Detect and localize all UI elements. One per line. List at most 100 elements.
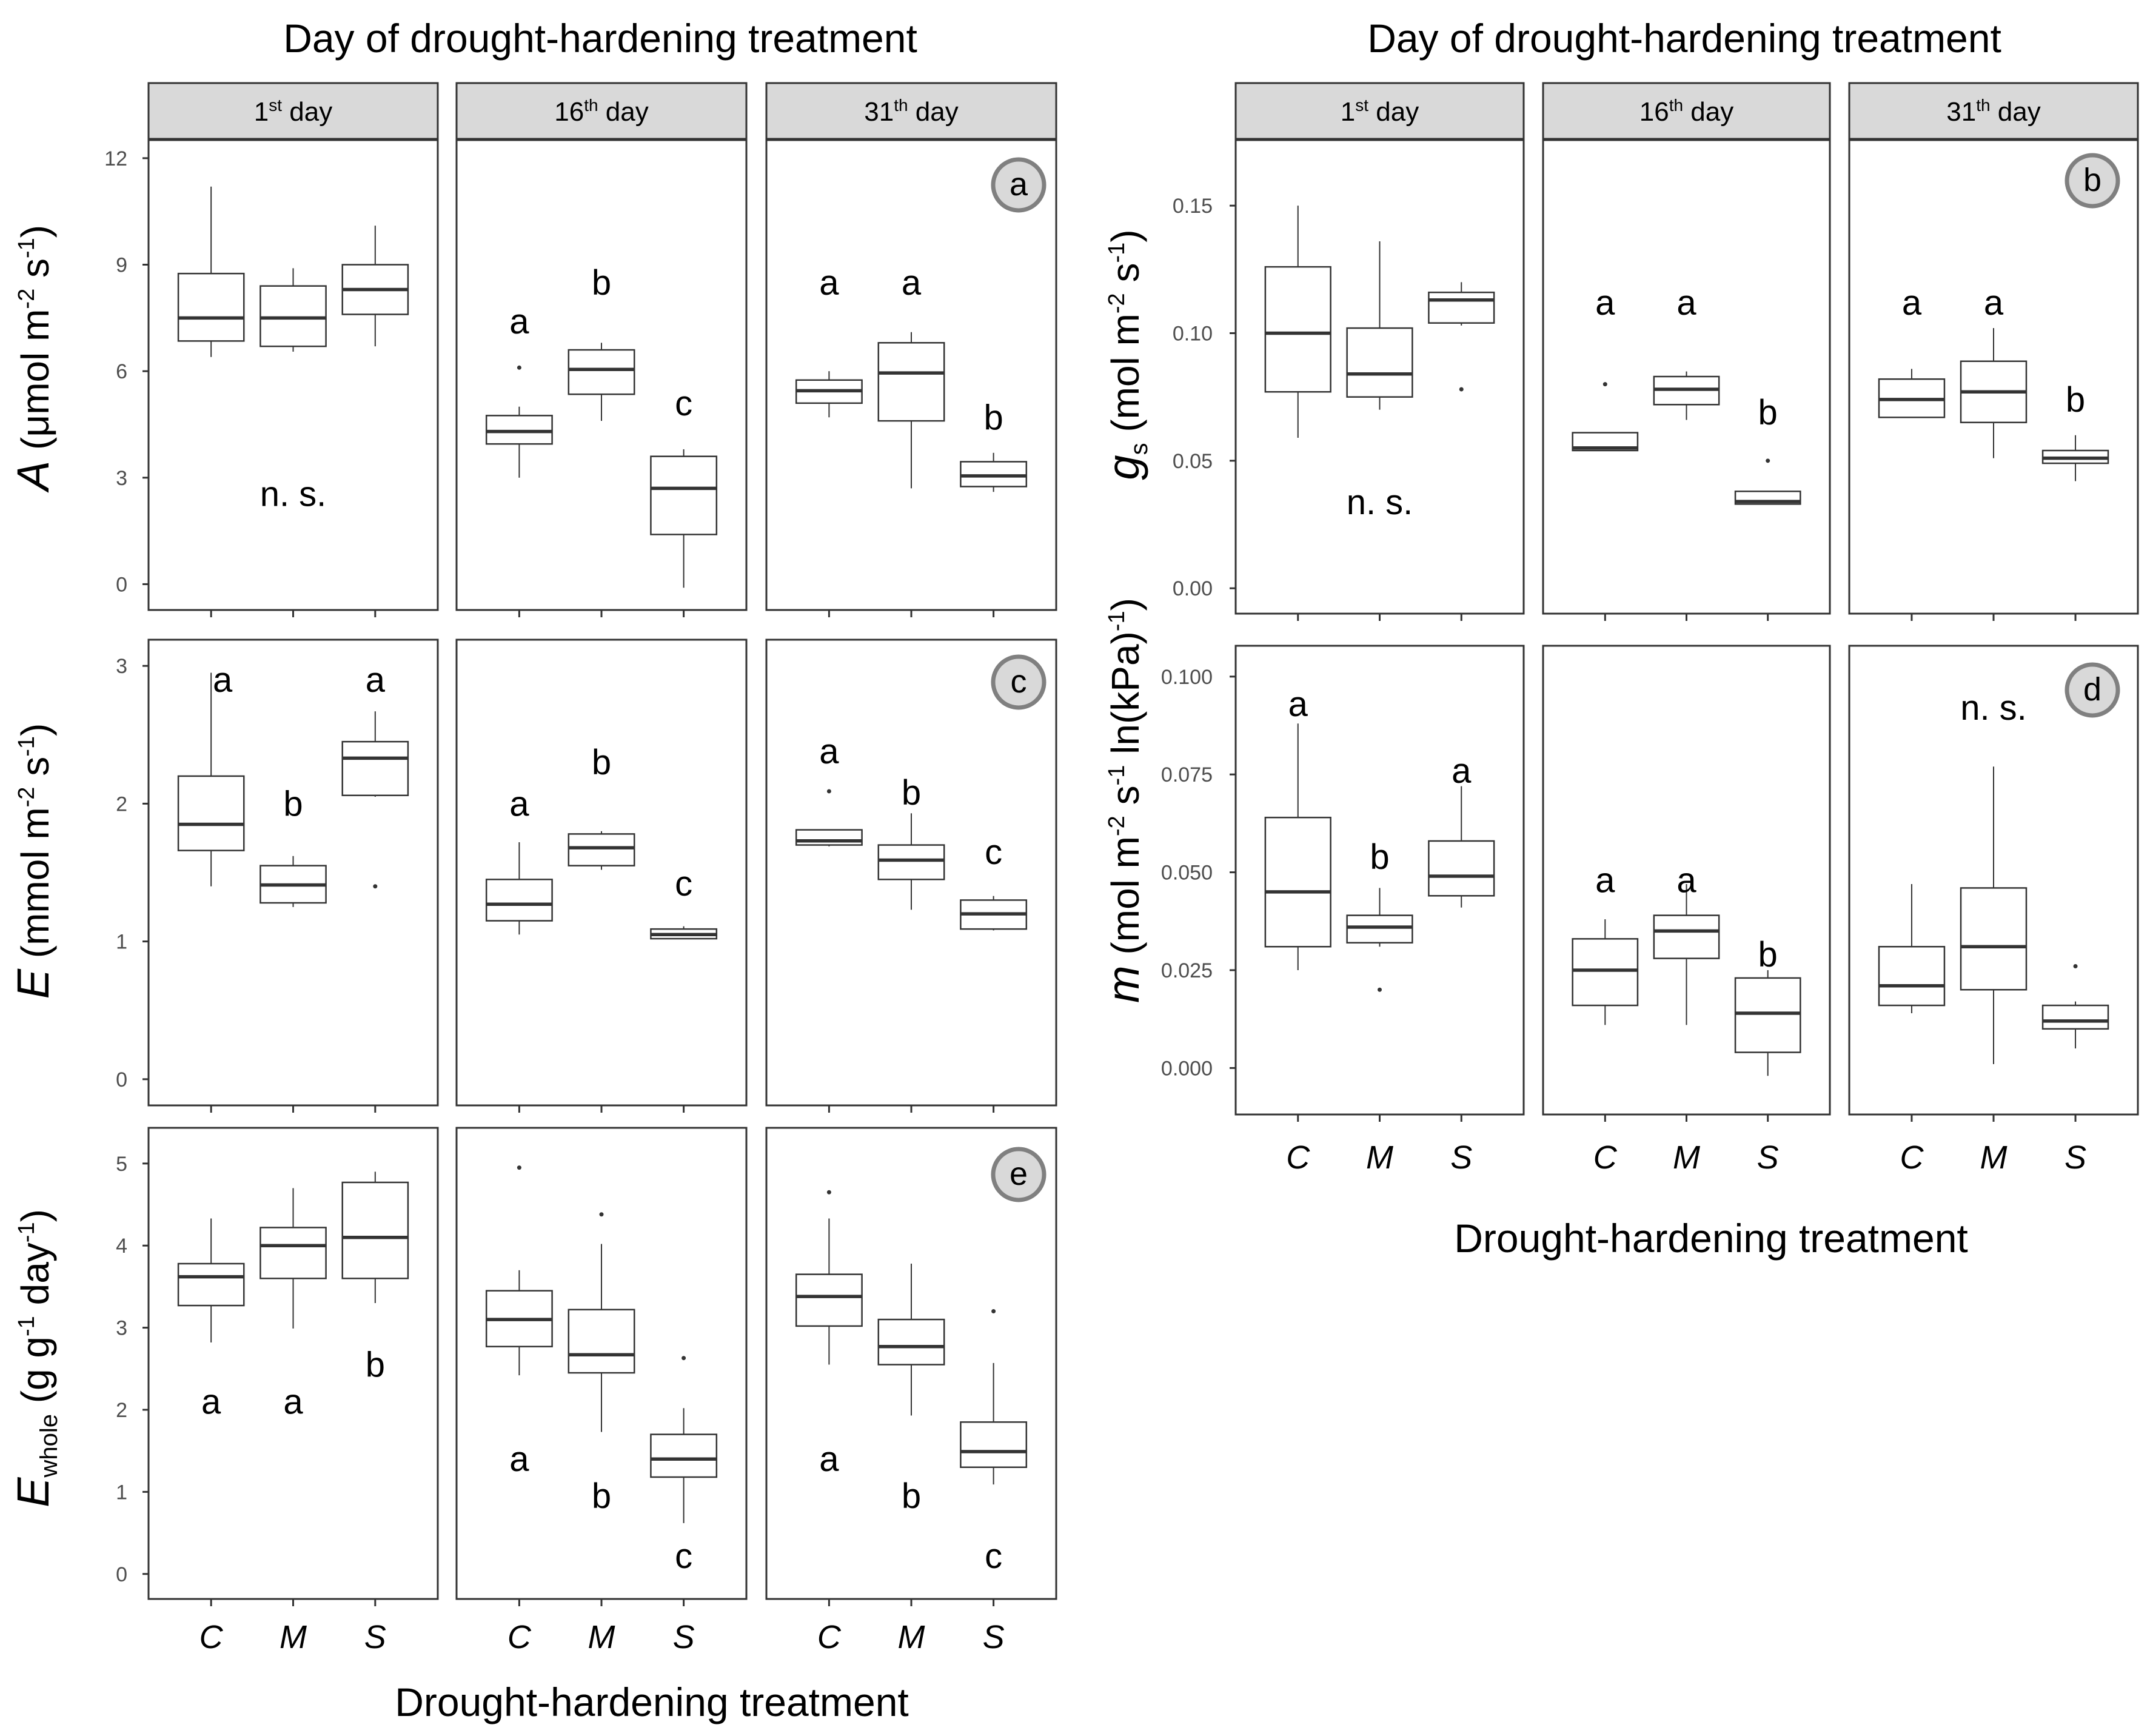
iqr-box xyxy=(341,740,409,797)
box-C xyxy=(795,789,863,846)
iqr-box xyxy=(1653,914,1720,959)
y-tick-label: 3 xyxy=(116,1317,127,1340)
significance-letter: a xyxy=(509,302,529,341)
significance-letter: b xyxy=(366,1346,385,1385)
y-tick-label: 0.10 xyxy=(1173,322,1213,345)
box-M xyxy=(260,268,327,352)
significance-letter: c xyxy=(985,1537,1002,1576)
box-M xyxy=(260,1188,327,1329)
strip-day-word: day xyxy=(282,97,332,127)
significance-letter: a xyxy=(1984,283,2004,323)
significance-letter: b xyxy=(592,743,611,782)
x-category-label: C xyxy=(1900,1139,1924,1176)
box-C xyxy=(1264,206,1331,438)
strip-day-word: day xyxy=(1368,97,1419,127)
y-axis-symbol: E xyxy=(8,968,58,999)
box-S xyxy=(960,452,1028,492)
y-tick-label: 0.05 xyxy=(1173,450,1213,473)
iqr-box xyxy=(1264,266,1331,393)
strip-ordinal-superscript: th xyxy=(1976,96,1990,115)
strip-header xyxy=(147,82,439,141)
iqr-box xyxy=(2041,1004,2109,1030)
box-C xyxy=(1264,723,1331,970)
y-axis-superscript: -2 xyxy=(14,787,39,808)
box-S xyxy=(341,711,409,889)
iqr-box xyxy=(960,1421,1028,1469)
iqr-box xyxy=(960,461,1028,488)
box-S xyxy=(1428,282,1495,392)
y-axis-superscript: -2 xyxy=(1104,293,1130,313)
outlier-point xyxy=(1766,458,1770,463)
y-axis-units: day xyxy=(13,1242,57,1316)
iqr-box xyxy=(1264,816,1331,948)
outlier-point xyxy=(826,789,831,794)
y-axis-units: s xyxy=(1103,263,1147,293)
panel-badge: b xyxy=(2065,153,2120,209)
y-tick-label: 0.025 xyxy=(1161,959,1213,982)
x-category-label: S xyxy=(2065,1139,2086,1176)
x-category-label: M xyxy=(280,1619,307,1655)
outlier-point xyxy=(991,1309,996,1314)
box-M xyxy=(877,813,945,910)
panel-badge: a xyxy=(991,157,1047,213)
box-C xyxy=(1572,382,1639,452)
box-S xyxy=(650,1356,718,1523)
outlier-point xyxy=(682,1356,686,1361)
y-axis-units: ) xyxy=(13,225,57,238)
y-tick-label: 2 xyxy=(116,1399,127,1422)
significance-letter: a xyxy=(283,1382,303,1421)
y-tick-label: 0.000 xyxy=(1161,1057,1213,1080)
strip-day-word: day xyxy=(1991,97,2041,127)
significance-letter: b xyxy=(902,773,921,813)
y-axis-superscript: -1 xyxy=(1104,243,1130,263)
y-tick-label: 0.075 xyxy=(1161,763,1213,786)
significance-letter: c xyxy=(675,1537,692,1576)
right-x-axis-label: Drought-hardening treatment xyxy=(1454,1216,1968,1261)
significance-letter: a xyxy=(509,784,529,823)
iqr-box xyxy=(1878,945,1946,1007)
box-S xyxy=(2041,435,2109,481)
y-tick-label: 2 xyxy=(116,793,127,816)
iqr-box xyxy=(568,1309,635,1374)
box-M xyxy=(260,856,327,907)
x-category-label: M xyxy=(1673,1139,1700,1176)
significance-letter: b xyxy=(1370,837,1389,877)
iqr-box xyxy=(1960,887,2028,991)
outlier-point xyxy=(1459,387,1464,392)
x-category-label: S xyxy=(364,1619,386,1655)
outlier-point xyxy=(517,365,521,370)
significance-letter: a xyxy=(819,263,839,303)
iqr-box xyxy=(877,342,945,422)
iqr-box xyxy=(1572,938,1639,1007)
significance-letter: a xyxy=(1595,861,1615,900)
outlier-point xyxy=(826,1190,831,1195)
y-tick-label: 0 xyxy=(116,1068,127,1091)
significance-letter: a xyxy=(902,263,922,303)
outlier-point xyxy=(373,884,378,889)
y-axis-units: (μmol m xyxy=(13,309,57,461)
not-significant-note: n. s. xyxy=(260,475,327,514)
box-M xyxy=(568,1212,635,1432)
y-tick-label: 0 xyxy=(116,1563,127,1586)
iqr-box xyxy=(1346,914,1413,944)
significance-letter: c xyxy=(675,864,692,903)
box-C xyxy=(177,672,245,886)
y-axis-superscript: -2 xyxy=(1104,816,1130,836)
strip-ordinal-superscript: th xyxy=(584,96,598,115)
strip-label: 16th day xyxy=(1639,96,1733,127)
significance-letter: a xyxy=(1676,861,1696,900)
badge-circle xyxy=(991,1147,1047,1202)
significance-letter: c xyxy=(675,384,692,423)
x-category-label: C xyxy=(1286,1139,1310,1176)
significance-letter: a xyxy=(819,1439,839,1479)
y-axis-units: (mmol m xyxy=(13,807,57,969)
x-category-label: C xyxy=(1593,1139,1618,1176)
